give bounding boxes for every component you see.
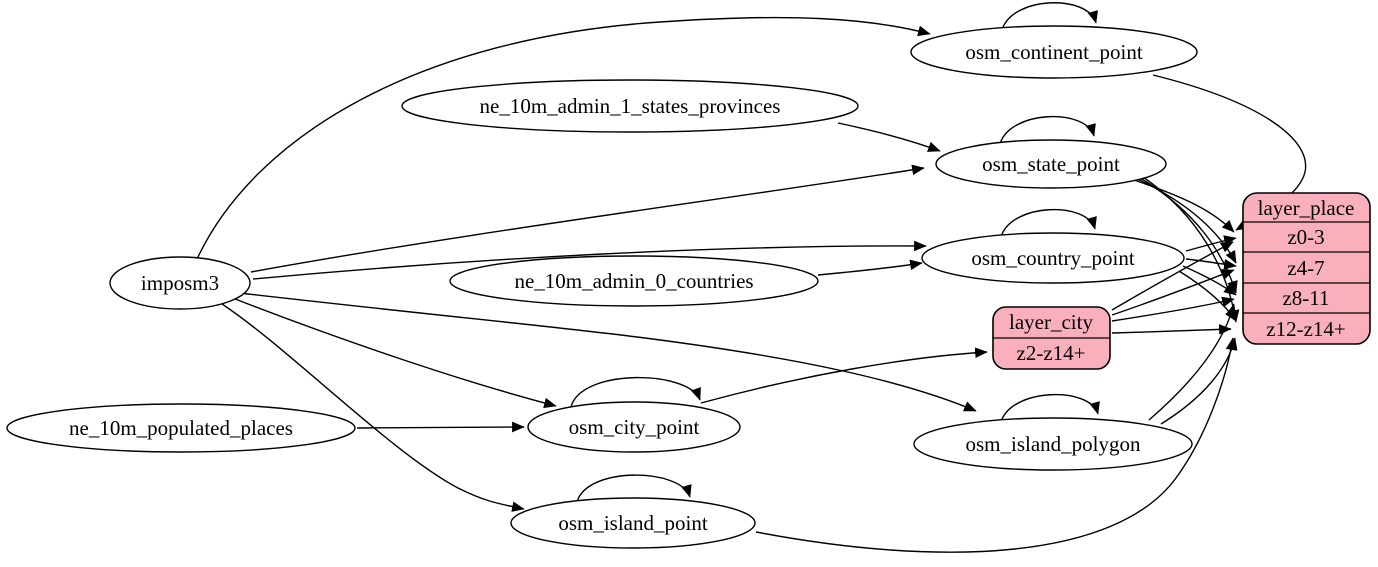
node-osm-country-point-label: osm_country_point bbox=[971, 246, 1134, 270]
edge-osm-country-point-self-loop bbox=[1000, 209, 1097, 238]
node-ne-10m-populated-places-label: ne_10m_populated_places bbox=[69, 416, 293, 440]
node-layer-city-title: layer_city bbox=[1009, 310, 1093, 334]
edge-osm-island-polygon-to-layer-place-z12 bbox=[1160, 337, 1238, 425]
node-layer-place-row-z8-11: z8-11 bbox=[1282, 286, 1329, 310]
edge-imposm3-to-osm-island-point bbox=[218, 301, 525, 512]
edge-osm-country-point-to-layer-place-z12 bbox=[1178, 270, 1237, 322]
edges bbox=[196, 2, 1307, 553]
node-osm-state-point: osm_state_point bbox=[935, 139, 1167, 189]
node-imposm3-label: imposm3 bbox=[141, 271, 219, 295]
edge-osm-country-point-to-layer-place-z4-7 bbox=[1185, 258, 1237, 270]
node-osm-island-polygon: osm_island_polygon bbox=[913, 417, 1193, 471]
node-osm-country-point: osm_country_point bbox=[921, 232, 1185, 284]
node-osm-island-point: osm_island_point bbox=[510, 497, 756, 549]
node-imposm3: imposm3 bbox=[109, 256, 251, 310]
edge-ne-10m-admin-1-states-provinces-to-osm-state-point bbox=[837, 122, 941, 152]
edge-imposm3-to-osm-city-point bbox=[229, 296, 557, 409]
node-layer-city: layer_city z2-z14+ bbox=[992, 306, 1111, 370]
edge-osm-island-point-to-layer-place-z12 bbox=[755, 337, 1237, 553]
edge-imposm3-to-osm-continent-point bbox=[196, 16, 931, 260]
edge-osm-island-polygon-self-loop bbox=[1000, 394, 1100, 423]
edge-layer-city-to-layer-place-z12 bbox=[1111, 324, 1232, 335]
edge-osm-state-point-to-layer-place-z4-7 bbox=[1132, 176, 1237, 264]
node-osm-state-point-label: osm_state_point bbox=[982, 152, 1120, 176]
node-layer-place-title: layer_place bbox=[1258, 196, 1355, 220]
node-layer-place: layer_place z0-3 z4-7 z8-11 z12-z14+ bbox=[1242, 192, 1371, 345]
node-osm-city-point-label: osm_city_point bbox=[569, 415, 700, 439]
node-ne-10m-admin-0-countries-label: ne_10m_admin_0_countries bbox=[514, 269, 753, 293]
edge-imposm3-to-osm-state-point bbox=[250, 164, 925, 273]
edge-osm-island-polygon-to-layer-place-z8-11 bbox=[1148, 303, 1237, 421]
node-ne-10m-admin-1-states-provinces: ne_10m_admin_1_states_provinces bbox=[401, 79, 859, 133]
node-layer-city-row-z2-z14: z2-z14+ bbox=[1017, 341, 1086, 365]
edge-ne-10m-admin-0-countries-to-osm-country-point bbox=[817, 259, 923, 276]
node-layer-place-row-z12-z14: z12-z14+ bbox=[1266, 317, 1345, 341]
edge-imposm3-to-osm-country-point bbox=[252, 240, 927, 280]
edge-layer-city-to-layer-place-z0-3 bbox=[1111, 241, 1234, 311]
node-osm-continent-point: osm_continent_point bbox=[910, 25, 1198, 79]
edge-osm-continent-point-self-loop bbox=[1001, 2, 1098, 31]
edge-osm-island-point-self-loop bbox=[576, 474, 692, 503]
node-ne-10m-populated-places: ne_10m_populated_places bbox=[6, 403, 356, 453]
edge-osm-state-point-self-loop bbox=[999, 116, 1096, 145]
edge-layer-city-to-layer-place-z8-11 bbox=[1111, 296, 1235, 322]
edge-imposm3-to-osm-island-polygon bbox=[238, 292, 977, 412]
node-ne-10m-admin-1-states-provinces-label: ne_10m_admin_1_states_provinces bbox=[480, 94, 781, 118]
node-osm-island-point-label: osm_island_point bbox=[558, 511, 708, 535]
node-osm-continent-point-label: osm_continent_point bbox=[965, 40, 1142, 64]
edge-osm-country-point-to-layer-place-z0-3 bbox=[1185, 235, 1237, 252]
node-layer-place-row-z0-3: z0-3 bbox=[1287, 225, 1324, 249]
edge-osm-country-point-to-layer-place-z8-11 bbox=[1182, 265, 1237, 296]
edge-ne-10m-populated-places-to-osm-city-point bbox=[356, 421, 525, 433]
node-osm-city-point: osm_city_point bbox=[527, 401, 741, 453]
node-osm-island-polygon-label: osm_island_polygon bbox=[965, 432, 1141, 456]
edge-osm-city-point-self-loop bbox=[570, 376, 701, 408]
edge-osm-city-point-to-layer-city-z2 bbox=[700, 347, 988, 404]
edge-layer-city-to-layer-place-z4-7 bbox=[1111, 269, 1235, 316]
edge-osm-state-point-to-layer-place-z8-11 bbox=[1134, 174, 1238, 294]
node-ne-10m-admin-0-countries: ne_10m_admin_0_countries bbox=[449, 255, 819, 307]
node-layer-place-row-z4-7: z4-7 bbox=[1287, 256, 1324, 280]
